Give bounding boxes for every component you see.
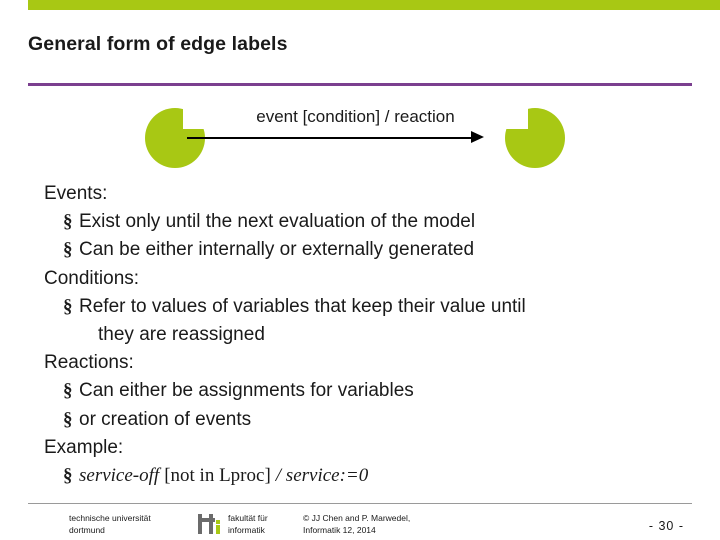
heading-events: Events: — [44, 183, 108, 204]
page-title: General form of edge labels — [28, 33, 288, 55]
list-item: § Refer to values of variables that keep … — [44, 293, 694, 321]
bullet-marker: § — [63, 239, 73, 261]
bullet-marker: § — [63, 465, 73, 487]
example-reaction: / service:=0 — [275, 465, 369, 487]
bullet-marker: § — [63, 211, 73, 233]
example-list-item: § service-off[not in Lproc]/ service:=0 — [44, 462, 694, 490]
list-item: § Can be either internally or externally … — [44, 236, 694, 264]
heading-conditions: Conditions: — [44, 267, 140, 289]
footer-copyright-line2: Informatik 12, 2014 — [303, 525, 376, 536]
footer: technische universität dortmund fakultät… — [28, 509, 692, 539]
footer-university-line1: technische universität — [69, 513, 151, 523]
bullet-marker: § — [63, 408, 73, 430]
list-item: § or creation of events — [44, 406, 694, 434]
page-number: - 30 - — [648, 519, 684, 533]
body-content: Events: § Exist only until the next evalu… — [44, 180, 694, 490]
tu-dortmund-logo-icon — [196, 511, 224, 535]
footer-faculty: fakultät für informatik — [228, 512, 268, 536]
list-item: § Exist only until the next evaluation of… — [44, 208, 694, 236]
list-item-continuation: they are reassigned — [98, 324, 265, 346]
list-item: § Can either be assignments for variables — [44, 377, 694, 405]
heading-reactions: Reactions: — [44, 352, 134, 374]
footer-copyright: © JJ Chen and P. Marwedel, Informatik 12… — [303, 512, 410, 536]
list-item-label: Can either be assignments for variables — [79, 380, 414, 402]
list-item-label: Exist only until the next evaluation of … — [79, 211, 476, 233]
list-item-label: Can be either internally or externally g… — [79, 239, 475, 261]
list-item-label: or creation of events — [79, 408, 252, 430]
transition-edge-line — [187, 137, 475, 139]
footer-university-line2: dortmund — [69, 525, 105, 536]
top-accent-bar — [0, 0, 720, 10]
state-transition-diagram: event [condition] / reaction — [145, 106, 565, 168]
example-event: service-off — [79, 465, 160, 487]
footer-divider — [28, 503, 692, 504]
edge-label: event [condition] / reaction — [183, 106, 528, 129]
example-condition: [not in Lproc] — [164, 465, 271, 487]
top-accent-bar-notch — [0, 0, 28, 10]
footer-faculty-line1: fakultät für — [228, 513, 268, 523]
title-divider — [28, 83, 692, 86]
heading-example: Example: — [44, 436, 124, 458]
footer-copyright-line1: © JJ Chen and P. Marwedel, — [303, 513, 411, 523]
footer-university: technische universität dortmund — [69, 512, 151, 536]
bullet-marker: § — [63, 380, 73, 402]
footer-faculty-line2: informatik — [228, 525, 265, 536]
transition-arrowhead-icon — [471, 131, 484, 143]
list-item-label: Refer to values of variables that keep t… — [79, 295, 526, 317]
bullet-marker: § — [63, 295, 73, 317]
